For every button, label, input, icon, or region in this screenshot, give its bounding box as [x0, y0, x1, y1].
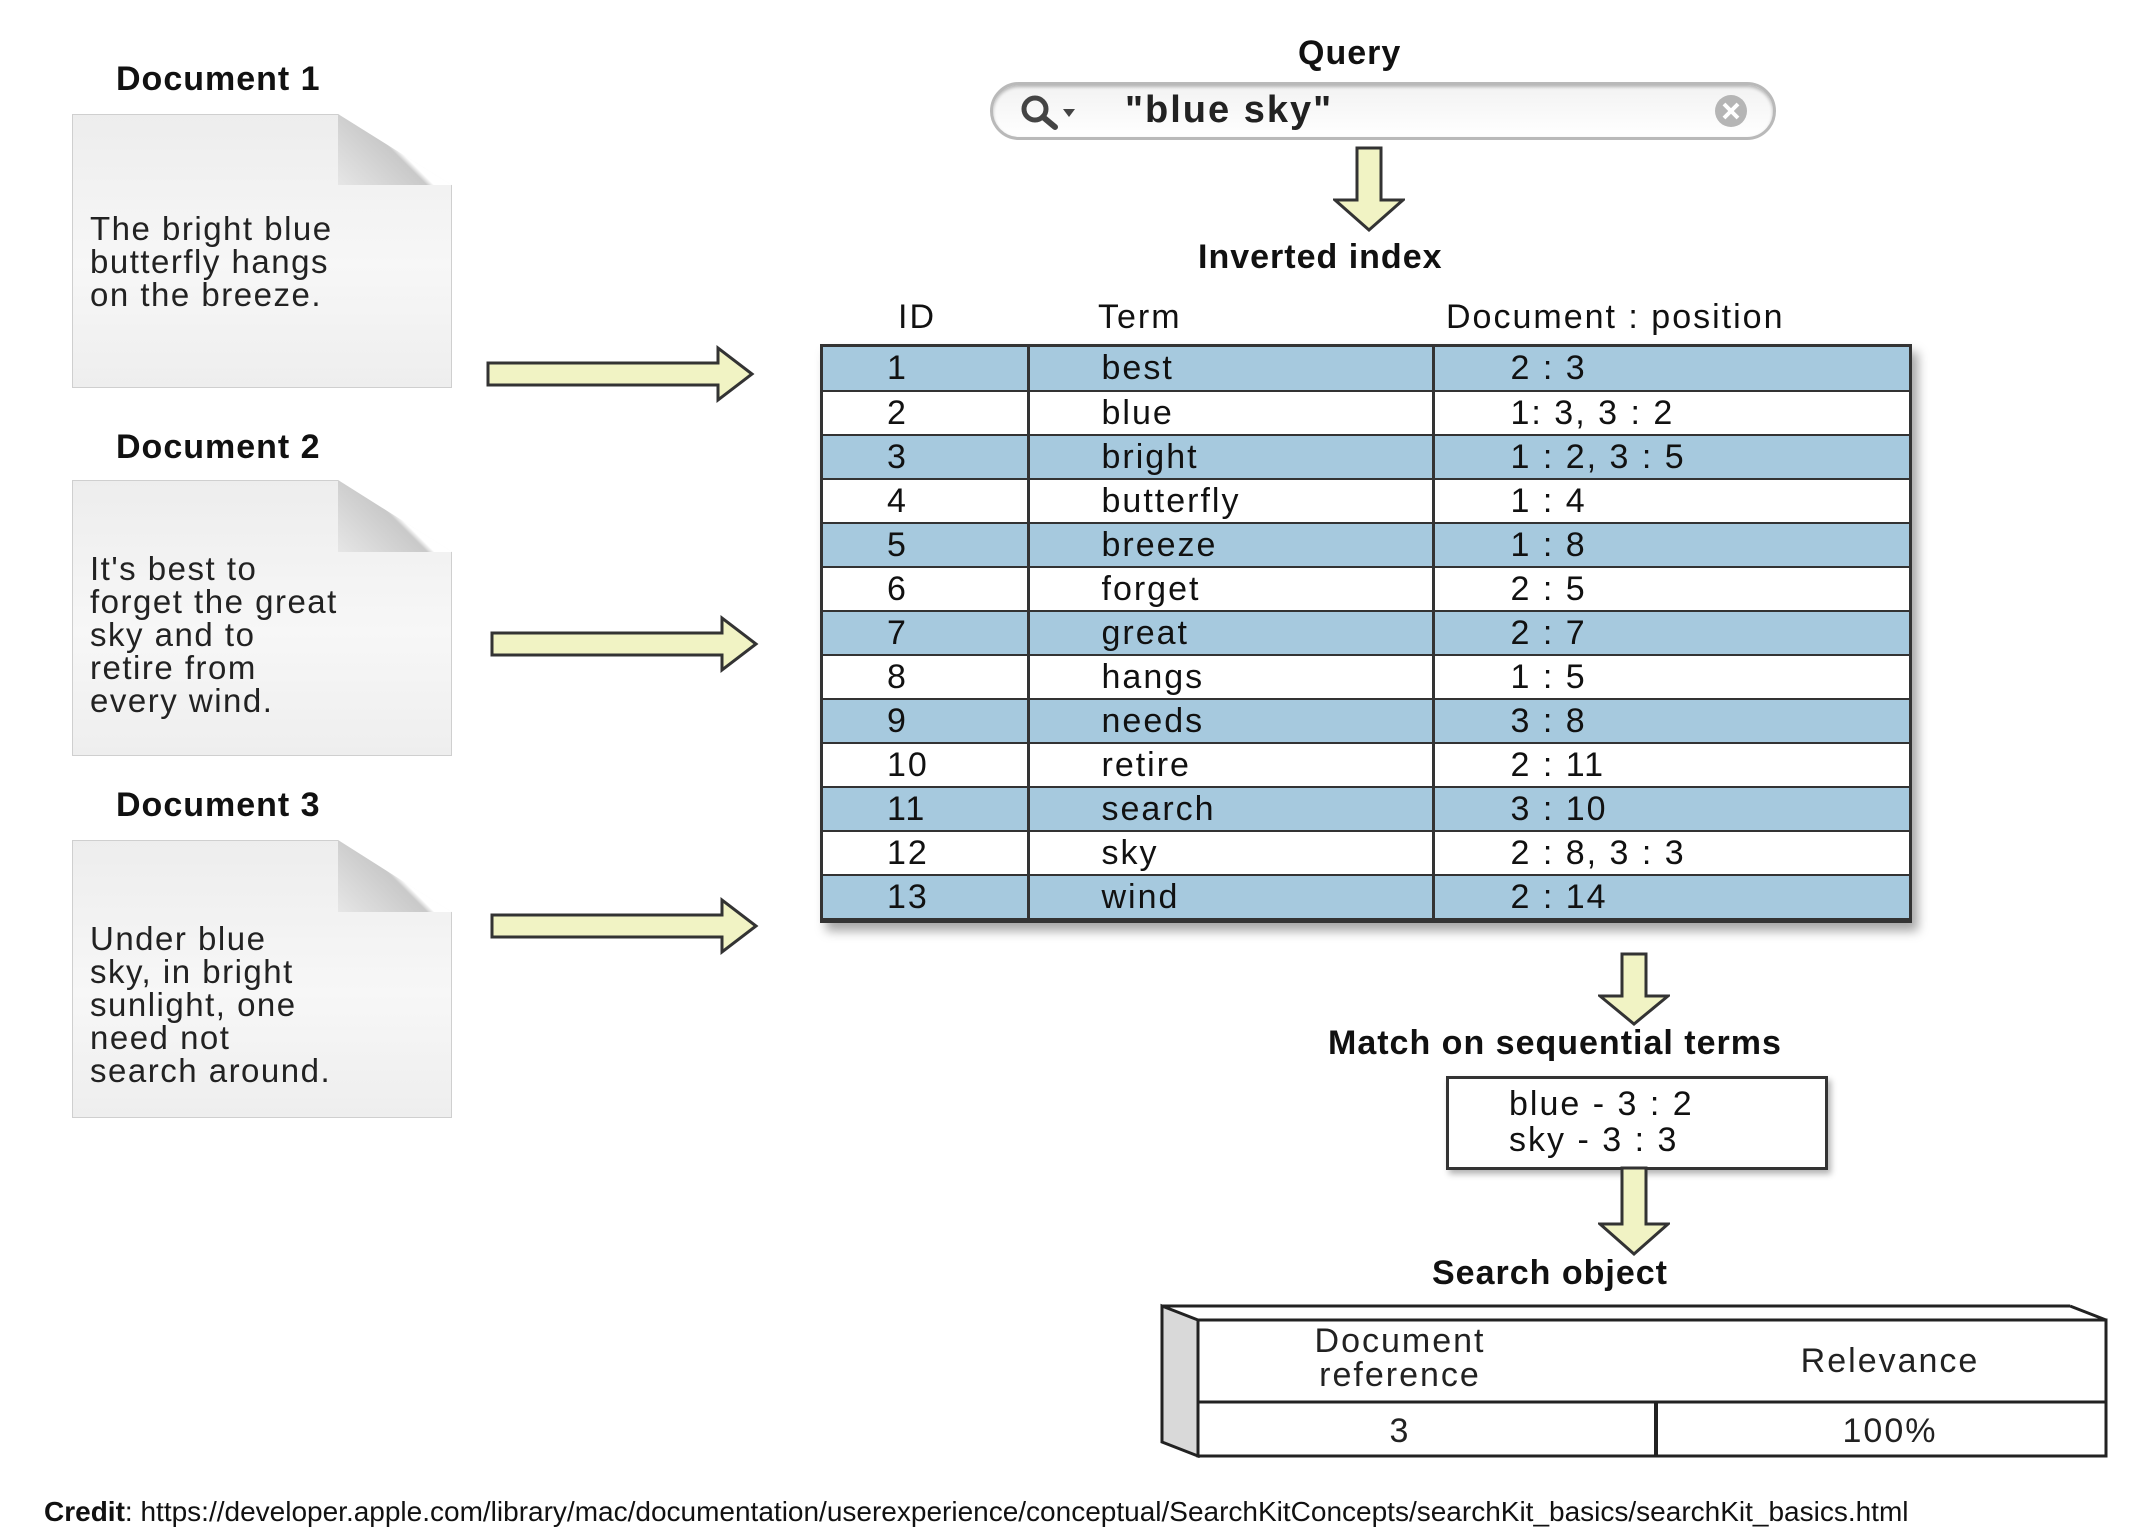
- row-id-cell: 13: [823, 875, 1030, 920]
- match-line-blue: blue - 3 : 2: [1509, 1085, 1694, 1123]
- match-line-sky: sky - 3 : 3: [1509, 1121, 1679, 1159]
- row-document-position-cell: 1 : 5: [1433, 655, 1909, 700]
- right-arrow-icon: [486, 344, 755, 404]
- search-object-table: Document reference Relevance 3 100%: [1160, 1302, 2110, 1458]
- document-3-text: Under blue sky, in bright sunlight, one …: [90, 920, 332, 1089]
- row-document-position-cell: 1 : 8: [1433, 523, 1909, 568]
- document-2-text: It's best to forget the great sky and to…: [90, 550, 338, 719]
- row-term-cell: best: [1028, 347, 1435, 392]
- right-arrow-icon: [490, 896, 759, 956]
- row-term-cell: wind: [1028, 875, 1435, 920]
- row-document-position-cell: 1 : 2, 3 : 5: [1433, 435, 1909, 480]
- row-id-cell: 5: [823, 523, 1030, 568]
- query-text: "blue sky": [1125, 89, 1334, 131]
- right-arrow-icon: [490, 614, 759, 674]
- row-document-position-cell: 1 : 4: [1433, 479, 1909, 524]
- document-2-paper: It's best to forget the great sky and to…: [72, 480, 452, 756]
- row-id-cell: 4: [823, 479, 1030, 524]
- document-3-paper: Under blue sky, in bright sunlight, one …: [72, 840, 452, 1118]
- row-id-cell: 6: [823, 567, 1030, 612]
- match-result-box: blue - 3 : 2 sky - 3 : 3: [1446, 1076, 1828, 1170]
- row-id-cell: 11: [823, 787, 1030, 832]
- row-document-position-cell: 3 : 8: [1433, 699, 1909, 744]
- row-document-position-cell: 2 : 7: [1433, 611, 1909, 656]
- row-document-position-cell: 2 : 11: [1433, 743, 1909, 788]
- document-2-title: Document 2: [116, 428, 321, 466]
- match-heading: Match on sequential terms: [1328, 1024, 1782, 1062]
- credit-url: : https://developer.apple.com/library/ma…: [124, 1496, 1909, 1527]
- row-term-cell: hangs: [1028, 655, 1435, 700]
- search-object-heading: Search object: [1432, 1254, 1668, 1292]
- row-document-position-cell: 3 : 10: [1433, 787, 1909, 832]
- row-term-cell: forget: [1028, 567, 1435, 612]
- query-heading: Query: [1298, 34, 1402, 72]
- page-fold-icon: [338, 480, 452, 552]
- column-header-document-position: Document : position: [1446, 298, 1785, 336]
- credit-label: Credit: [44, 1496, 125, 1527]
- row-term-cell: retire: [1028, 743, 1435, 788]
- document-1-text: The bright blue butterfly hangs on the b…: [90, 210, 333, 313]
- row-id-cell: 9: [823, 699, 1030, 744]
- row-id-cell: 2: [823, 391, 1030, 436]
- row-term-cell: blue: [1028, 391, 1435, 436]
- document-3-title: Document 3: [116, 786, 321, 824]
- document-1-paper: The bright blue butterfly hangs on the b…: [72, 114, 452, 388]
- credit-line: Credit: https://developer.apple.com/libr…: [44, 1496, 1909, 1528]
- row-term-cell: sky: [1028, 831, 1435, 876]
- down-arrow-icon: [1598, 1166, 1670, 1256]
- page-fold-icon: [338, 840, 452, 913]
- column-header-id: ID: [898, 298, 936, 336]
- row-term-cell: breeze: [1028, 523, 1435, 568]
- down-arrow-icon: [1598, 952, 1670, 1026]
- row-document-position-cell: 2 : 14: [1433, 875, 1909, 920]
- document-1-title: Document 1: [116, 60, 321, 98]
- search-field[interactable]: "blue sky": [990, 82, 1776, 140]
- inverted-index-heading: Inverted index: [1198, 238, 1443, 276]
- row-id-cell: 1: [823, 347, 1030, 392]
- row-term-cell: butterfly: [1028, 479, 1435, 524]
- row-id-cell: 7: [823, 611, 1030, 656]
- column-header-relevance: Relevance: [1800, 1342, 1980, 1380]
- search-object-frame: [1160, 1303, 2108, 1458]
- page-fold-icon: [338, 114, 452, 186]
- row-id-cell: 10: [823, 743, 1030, 788]
- row-id-cell: 3: [823, 435, 1030, 480]
- down-arrow-icon: [1333, 146, 1405, 232]
- relevance-value: 100%: [1842, 1412, 1938, 1450]
- row-document-position-cell: 2 : 3: [1433, 347, 1909, 392]
- row-id-cell: 8: [823, 655, 1030, 700]
- row-document-position-cell: 1: 3, 3 : 2: [1433, 391, 1909, 436]
- row-document-position-cell: 2 : 8, 3 : 3: [1433, 831, 1909, 876]
- row-term-cell: great: [1028, 611, 1435, 656]
- document-reference-value: 3: [1389, 1412, 1411, 1450]
- row-term-cell: search: [1028, 787, 1435, 832]
- column-header-term: Term: [1098, 298, 1182, 336]
- column-header-document-reference: Document reference: [1314, 1322, 1486, 1394]
- clear-icon[interactable]: [1713, 93, 1749, 129]
- search-icon[interactable]: [1015, 91, 1105, 131]
- row-document-position-cell: 2 : 5: [1433, 567, 1909, 612]
- row-term-cell: bright: [1028, 435, 1435, 480]
- row-term-cell: needs: [1028, 699, 1435, 744]
- row-id-cell: 12: [823, 831, 1030, 876]
